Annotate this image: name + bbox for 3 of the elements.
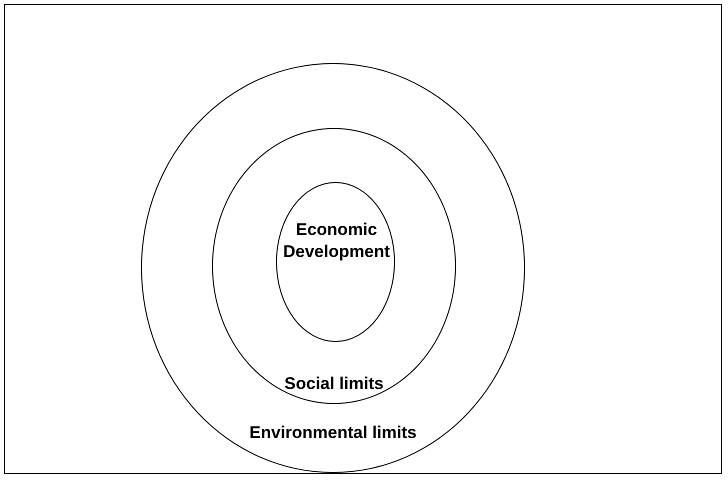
ellipse-label: Economic Development: [282, 219, 391, 263]
ellipse-label: Environmental limits: [248, 422, 418, 444]
ellipse-label: Social limits: [283, 373, 385, 395]
